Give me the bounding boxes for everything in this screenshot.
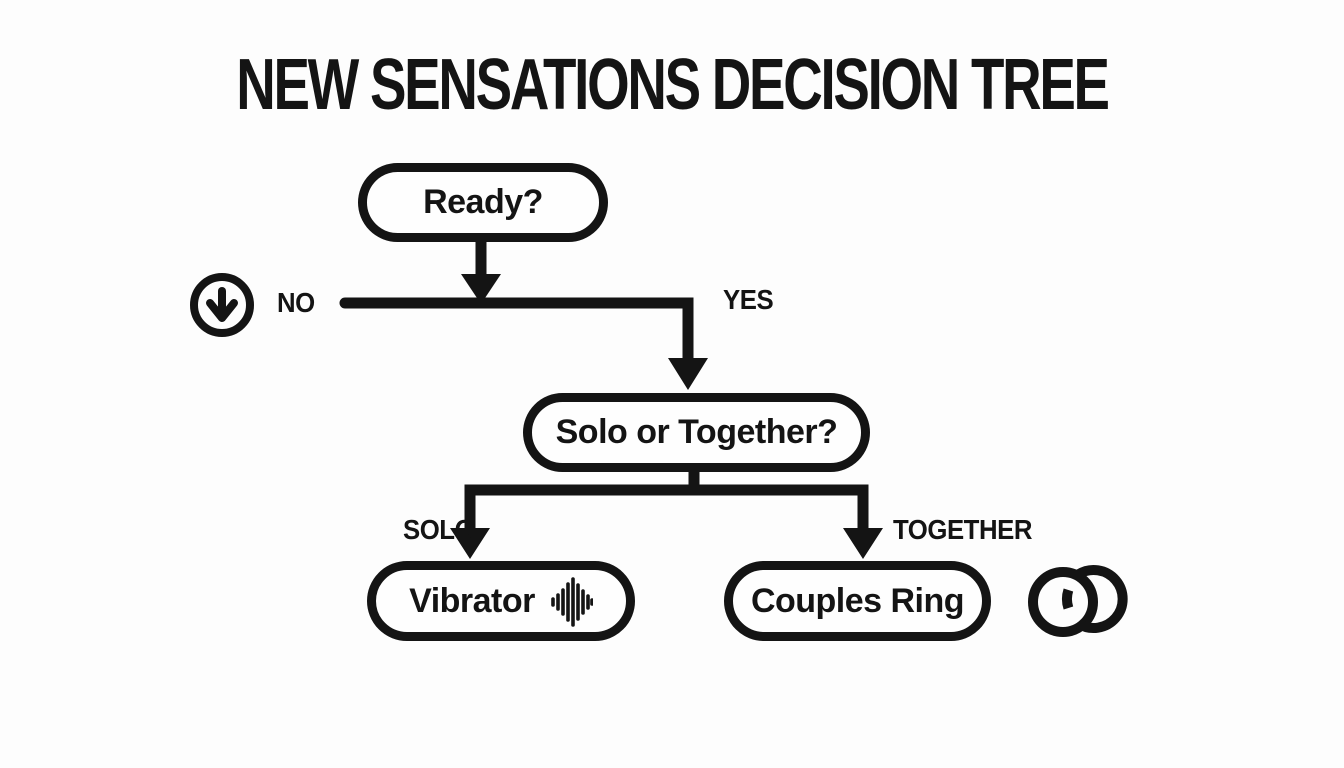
node-solo-or-together: Solo or Together? — [523, 393, 870, 472]
edge-label-solo: SOLO — [403, 514, 475, 545]
edge-label-no: NO — [277, 287, 315, 318]
edge-root-to-rail — [461, 242, 501, 304]
node-ready-label: Ready? — [423, 183, 543, 221]
edge-label-yes: YES — [723, 284, 774, 315]
vibration-waveform-icon — [551, 577, 593, 627]
node-ready: Ready? — [358, 163, 608, 242]
node-vibrator: Vibrator — [367, 561, 635, 641]
edge-branch-splitter — [450, 471, 883, 559]
edge-label-together: TOGETHER — [893, 514, 1032, 545]
node-couples-ring: Couples Ring — [724, 561, 991, 641]
node-solo-or-together-label: Solo or Together? — [555, 413, 838, 451]
page-title: NEW SENSATIONS DECISION TREE — [236, 45, 1110, 125]
node-vibrator-label: Vibrator — [409, 581, 535, 620]
circled-down-arrow-icon — [190, 273, 254, 337]
interlocked-rings-icon — [1028, 565, 1128, 637]
edge-yes-rail — [339, 297, 708, 390]
node-couples-ring-label: Couples Ring — [750, 581, 965, 620]
